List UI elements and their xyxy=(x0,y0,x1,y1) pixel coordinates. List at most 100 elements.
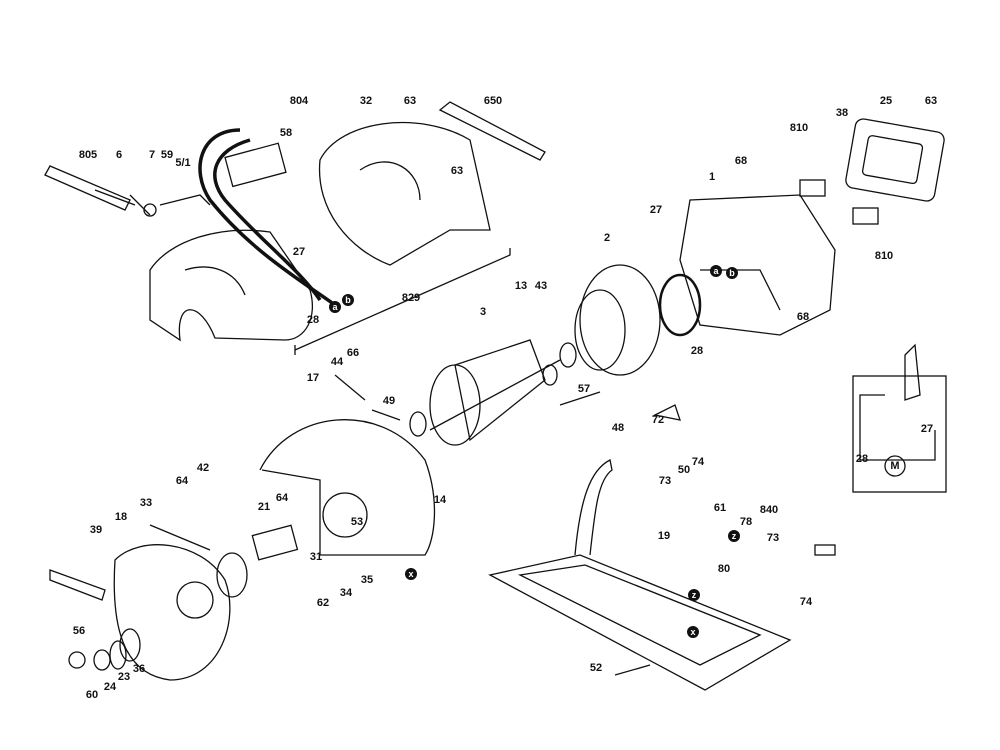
motor-symbol: M xyxy=(890,460,900,472)
part-label: 59 xyxy=(160,149,174,161)
handle-housing xyxy=(149,229,314,342)
part-label: 13 xyxy=(514,280,528,292)
part-label: 27 xyxy=(920,423,934,435)
part-label: 73 xyxy=(766,532,780,544)
part-label: 63 xyxy=(924,95,938,107)
part-label: 21 xyxy=(257,501,271,513)
brush-holder xyxy=(799,179,826,197)
part-label: 56 xyxy=(72,625,86,637)
wire-marker-b: b xyxy=(342,294,354,306)
pin xyxy=(334,374,366,401)
part-label: 23 xyxy=(117,671,131,683)
part-label: 64 xyxy=(175,475,189,487)
part-label: 49 xyxy=(382,395,396,407)
part-label: 66 xyxy=(346,347,360,359)
part-label: 19 xyxy=(657,530,671,542)
wrench xyxy=(438,101,546,161)
part-label: 650 xyxy=(483,95,503,107)
wire-marker-a: a xyxy=(329,301,341,313)
part-label: 810 xyxy=(874,250,894,262)
wiring-schematic xyxy=(852,343,947,493)
part-label: 804 xyxy=(289,95,309,107)
part-label: 52 xyxy=(589,662,603,674)
motor-housing xyxy=(679,194,836,336)
part-label: 39 xyxy=(89,524,103,536)
armature xyxy=(429,339,561,446)
lever xyxy=(49,569,106,601)
part-label: 32 xyxy=(359,95,373,107)
part-label: 34 xyxy=(339,587,353,599)
part-label: 63 xyxy=(450,165,464,177)
wire-marker-a: a xyxy=(710,265,722,277)
lever-72 xyxy=(653,404,681,421)
part-label: 27 xyxy=(649,204,663,216)
screw xyxy=(559,391,601,406)
knob xyxy=(814,544,836,556)
part-label: 78 xyxy=(739,516,753,528)
part-label: 24 xyxy=(103,681,117,693)
spindle xyxy=(251,524,299,561)
part-label: 48 xyxy=(611,422,625,434)
ground-marker-z: z xyxy=(728,530,740,542)
part-label: 2 xyxy=(603,232,611,244)
spindle-bearing xyxy=(216,552,248,598)
bearing xyxy=(542,364,558,386)
part-label: 805 xyxy=(78,149,98,161)
part-label: 840 xyxy=(759,504,779,516)
part-label: 42 xyxy=(196,462,210,474)
base-plate xyxy=(488,459,792,691)
part-label: 28 xyxy=(690,345,704,357)
spring xyxy=(371,409,401,421)
part-label: 62 xyxy=(316,597,330,609)
part-label: 74 xyxy=(691,456,705,468)
part-label: 60 xyxy=(85,689,99,701)
switch xyxy=(224,142,287,188)
brush-holder xyxy=(852,207,879,225)
part-label: 829 xyxy=(401,292,421,304)
part-label: 50 xyxy=(677,464,691,476)
end-cap xyxy=(845,118,945,202)
part-label: 3 xyxy=(479,306,487,318)
field-stator xyxy=(574,264,702,376)
bracket-829 xyxy=(294,248,511,355)
wires xyxy=(198,128,337,307)
part-label: 44 xyxy=(330,356,344,368)
part-label: 28 xyxy=(306,314,320,326)
handle-rod xyxy=(44,165,211,217)
ground-marker-x: x xyxy=(687,626,699,638)
part-label: 35 xyxy=(360,574,374,586)
part-label: 36 xyxy=(132,663,146,675)
washers xyxy=(68,628,141,671)
part-label: 58 xyxy=(279,127,293,139)
part-label: 6 xyxy=(115,149,123,161)
part-label: 14 xyxy=(433,494,447,506)
part-label: 64 xyxy=(275,492,289,504)
part-label: 57 xyxy=(577,383,591,395)
part-label: 68 xyxy=(734,155,748,167)
part-label: 5/1 xyxy=(175,157,191,169)
bearing xyxy=(559,342,577,368)
part-label: 31 xyxy=(309,551,323,563)
wire-marker-b: b xyxy=(726,267,738,279)
upper-blade-guard xyxy=(259,419,436,556)
part-label: 61 xyxy=(713,502,727,514)
part-label: 38 xyxy=(835,107,849,119)
part-label: 73 xyxy=(658,475,672,487)
ground-marker-x: x xyxy=(405,568,417,580)
part-label: 43 xyxy=(534,280,548,292)
part-label: 80 xyxy=(717,563,731,575)
motor-guard-cover xyxy=(318,122,491,266)
lower-blade-guard xyxy=(113,544,231,681)
part-label: 53 xyxy=(350,516,364,528)
part-label: 18 xyxy=(114,511,128,523)
bearing xyxy=(409,411,427,437)
part-label: 74 xyxy=(799,596,813,608)
part-label: 68 xyxy=(796,311,810,323)
part-label: 1 xyxy=(708,171,716,183)
spring-33 xyxy=(149,524,211,551)
part-label: 17 xyxy=(306,372,320,384)
ground-marker-z: z xyxy=(688,589,700,601)
part-label: 7 xyxy=(148,149,156,161)
part-label: 810 xyxy=(789,122,809,134)
